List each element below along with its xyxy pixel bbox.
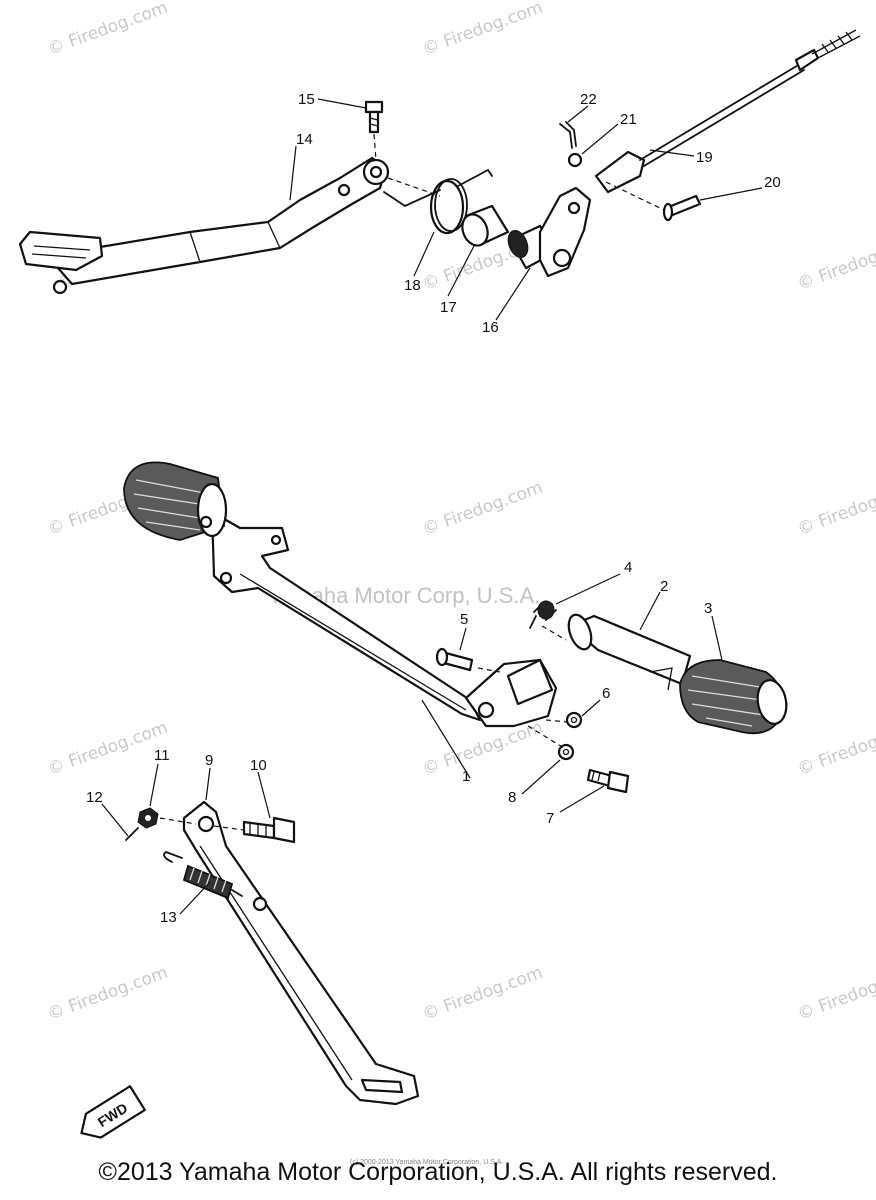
rod-washer (567, 152, 583, 168)
callout-label: 15 (298, 91, 315, 108)
watermark: © Firedog.com (45, 718, 171, 780)
footrest-pin (435, 647, 474, 672)
callout-label: 13 (160, 909, 177, 926)
bolt-washer (557, 743, 575, 761)
callout-label: 5 (460, 611, 468, 628)
sidestand-nut (137, 807, 159, 829)
watermark: © Firedog.com (795, 963, 876, 1025)
watermark: © Firedog.com (420, 963, 546, 1025)
pedal-collar (461, 204, 510, 247)
callout-label: 14 (296, 131, 313, 148)
tiny-footer: (c) 2000-2013 Yamaha Motor Corporation, … (350, 1159, 503, 1166)
sidestand-bolt (242, 816, 296, 844)
side-stand (182, 800, 420, 1106)
callout-label: 3 (704, 600, 712, 617)
callout-label: 2 (660, 578, 668, 595)
callout-label: 19 (696, 149, 713, 166)
callout-label: 10 (250, 757, 267, 774)
callout-label: 9 (205, 752, 213, 769)
callout-label: 6 (602, 685, 610, 702)
footrest-assembly (123, 461, 788, 794)
callout-label: 11 (154, 747, 170, 764)
footrest-bar (210, 510, 558, 728)
watermark: © Firedog.com (45, 963, 171, 1025)
watermark: © Firedog.com (795, 478, 876, 540)
callout-label: 1 (462, 768, 470, 785)
callout-label: 22 (580, 91, 597, 108)
brake-shaft (507, 186, 592, 278)
callout-label: 17 (440, 299, 457, 316)
callout-label: 4 (624, 559, 632, 576)
footrest-spring (529, 600, 557, 629)
clevis-pin (662, 194, 702, 222)
return-spring (383, 168, 493, 235)
copyright-text: ©2013 Yamaha Motor Corporation, U.S.A. A… (98, 1158, 778, 1186)
footrest-pipe (567, 613, 692, 691)
sidestand-assembly: FWD (80, 800, 420, 1139)
callout-label: 21 (620, 111, 637, 128)
callout-label: 8 (508, 789, 516, 806)
sidestand-spring (163, 850, 243, 900)
callout-label: 18 (404, 277, 421, 294)
callout-label: 20 (764, 174, 781, 191)
fwd-arrow: FWD (80, 1085, 146, 1139)
sidestand-cotter-pin (125, 827, 139, 841)
watermark: © Firedog.com (795, 233, 876, 295)
callout-layer: 1 2 3 4 5 6 7 8 9 10 11 12 13 (86, 91, 781, 926)
footrest-rubber-right (679, 659, 788, 735)
watermark: © Firedog.com (420, 0, 546, 60)
brake-rod (594, 29, 861, 194)
pedal-adjust-bolt (364, 100, 384, 134)
brake-pedal-assembly (18, 29, 861, 295)
cotter-pin (559, 121, 577, 149)
callout-label: 12 (86, 789, 103, 806)
footrest-washer (565, 711, 583, 729)
watermark: © Firedog.com (420, 478, 546, 540)
callout-label: 7 (546, 810, 554, 827)
footrest-rubber-left (123, 461, 228, 541)
callout-label: 16 (482, 319, 499, 336)
footrest-bolt (586, 768, 630, 794)
brake-pedal-arm (18, 156, 390, 295)
watermark: © Firedog.com (45, 0, 171, 60)
watermark: © Firedog.com (795, 718, 876, 780)
